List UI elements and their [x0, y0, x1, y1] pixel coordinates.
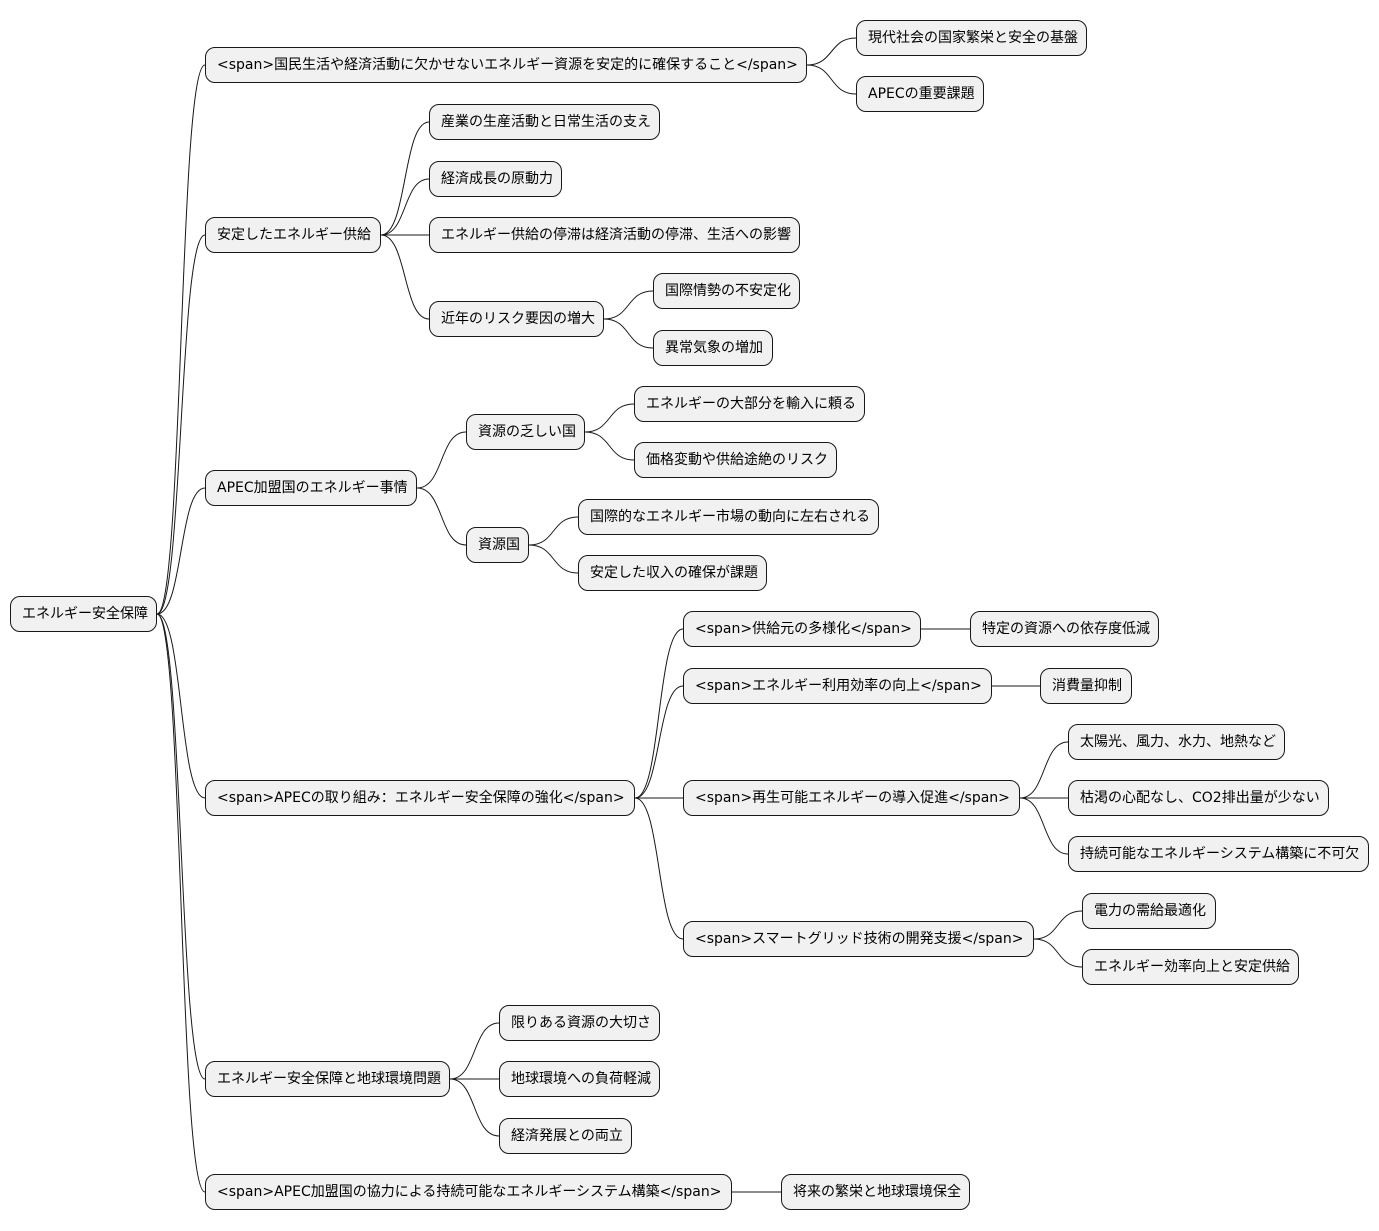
connector: [634, 628, 684, 799]
node-future-prosperity: 将来の繁栄と地球環境保全: [781, 1174, 970, 1210]
node-supply-stagnation: エネルギー供給の停滞は経済活動の停滞、生活への影響: [429, 217, 800, 253]
node-abnormal-weather: 異常気象の増加: [653, 330, 773, 366]
node-demand-optimization: 電力の需給最適化: [1082, 893, 1216, 929]
connector: [380, 178, 430, 236]
node-sustainable-essential: 持続可能なエネルギーシステム構築に不可欠: [1068, 836, 1369, 872]
connector: [806, 64, 857, 95]
node-environment-burden: 地球環境への負荷軽減: [499, 1061, 660, 1097]
connector: [584, 403, 635, 433]
connector: [156, 613, 206, 799]
connector: [156, 613, 206, 1080]
connector: [1019, 741, 1069, 799]
node-apec-energy-situation: APEC加盟国のエネルギー事情: [205, 470, 417, 506]
node-market-trends: 国際的なエネルギー市場の動向に左右される: [578, 499, 879, 535]
connector: [1019, 797, 1069, 855]
connector: [634, 685, 684, 799]
connector: [416, 487, 467, 546]
node-apec-issue: APECの重要課題: [856, 76, 984, 112]
node-economic-balance: 経済発展との両立: [499, 1118, 632, 1154]
connector: [634, 797, 684, 940]
node-diversify-sources: <span>供給元の多様化</span>: [683, 611, 921, 647]
connector: [380, 234, 430, 320]
node-national-foundation: 現代社会の国家繁栄と安全の基盤: [856, 20, 1087, 56]
node-reduce-dependence: 特定の資源への依存度低減: [970, 611, 1159, 647]
connector: [380, 121, 430, 236]
node-resource-rich: 資源国: [466, 527, 529, 563]
node-resource-poor: 資源の乏しい国: [466, 414, 585, 450]
node-resource-security: <span>国民生活や経済活動に欠かせないエネルギー資源を安定的に確保すること<…: [205, 47, 807, 83]
connector: [156, 487, 206, 615]
node-import-dependence: エネルギーの大部分を輸入に頼る: [634, 386, 865, 422]
connector: [156, 613, 206, 1193]
node-efficiency-stable-supply: エネルギー効率向上と安定供給: [1082, 949, 1299, 985]
node-renewables: <span>再生可能エネルギーの導入促進</span>: [683, 780, 1020, 816]
node-industry-support: 産業の生産活動と日常生活の支え: [429, 104, 660, 140]
node-intl-instability: 国際情勢の不安定化: [653, 273, 800, 309]
connector: [603, 318, 654, 349]
node-consumption-control: 消費量抑制: [1040, 668, 1132, 704]
node-limited-resources: 限りある資源の大切さ: [499, 1005, 660, 1041]
node-apec-cooperation: <span>APEC加盟国の協力による持続可能なエネルギーシステム構築</spa…: [205, 1174, 732, 1210]
connector: [156, 234, 206, 615]
node-root: エネルギー安全保障: [10, 596, 157, 632]
node-security-environment: エネルギー安全保障と地球環境問題: [205, 1061, 450, 1097]
connector: [603, 290, 654, 320]
connector: [449, 1078, 500, 1137]
node-apec-initiatives: <span>APECの取り組み：エネルギー安全保障の強化</span>: [205, 780, 635, 816]
node-price-risk: 価格変動や供給途絶のリスク: [634, 442, 837, 478]
node-stable-supply: 安定したエネルギー供給: [205, 217, 381, 253]
node-stable-income: 安定した収入の確保が課題: [578, 555, 767, 591]
connector: [416, 431, 467, 489]
connector: [156, 64, 206, 615]
connector: [1033, 938, 1083, 968]
node-rising-risks: 近年のリスク要因の増大: [429, 301, 604, 337]
connector: [449, 1022, 500, 1080]
connector: [584, 431, 635, 461]
connector: [528, 516, 579, 546]
node-efficiency: <span>エネルギー利用効率の向上</span>: [683, 668, 992, 704]
connector: [1033, 910, 1083, 940]
node-smart-grid: <span>スマートグリッド技術の開発支援</span>: [683, 921, 1034, 957]
node-no-depletion: 枯渇の心配なし、CO2排出量が少ない: [1068, 780, 1329, 816]
connector: [528, 544, 579, 574]
connector: [806, 37, 857, 66]
node-renewable-types: 太陽光、風力、水力、地熱など: [1068, 724, 1285, 760]
node-growth-driver: 経済成長の原動力: [429, 161, 562, 197]
